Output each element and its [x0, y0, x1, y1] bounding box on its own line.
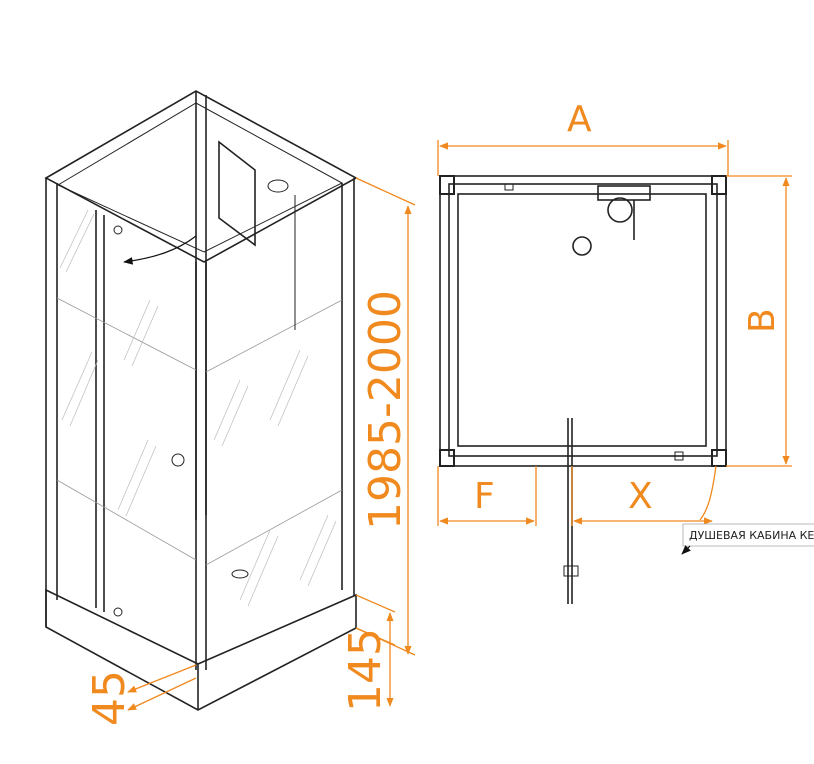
plan-view: A B F X	[437, 99, 792, 604]
shower-column	[171, 140, 296, 579]
caption-text: ДУШЕВАЯ КАБИНА КЕ	[689, 529, 814, 542]
threshold-dimension	[127, 664, 197, 711]
hinged-door	[95, 210, 123, 617]
height-label: 1985-2000	[360, 290, 411, 530]
width-dimension	[437, 140, 729, 176]
tray-height-dimension	[355, 594, 396, 707]
plan-drain	[572, 236, 592, 256]
door-opening-dimension	[571, 465, 717, 526]
corner-post-tr	[711, 175, 727, 195]
glass-bands	[56, 297, 343, 566]
caption-box	[682, 523, 814, 547]
width-label: A	[567, 99, 592, 140]
corner-post-br	[711, 449, 727, 467]
plan-outer-frame	[439, 175, 727, 467]
door-offset-dimension	[437, 466, 537, 526]
corner-post-tl	[439, 175, 455, 195]
top-frame	[44, 90, 358, 263]
door-swing-arrow	[123, 235, 197, 265]
caption-leader-arrow	[681, 545, 691, 555]
glass-reflections	[59, 209, 337, 607]
corner-posts	[45, 91, 355, 670]
threshold-label: 45	[84, 670, 135, 726]
wall-clip	[504, 183, 514, 191]
plan-tray-outline	[457, 193, 707, 447]
plan-inner-frame	[448, 183, 718, 457]
caption-callout: ДУШЕВАЯ КАБИНА КЕ	[681, 523, 814, 555]
depth-label: B	[742, 308, 783, 333]
door-offset-label: F	[474, 476, 495, 517]
isometric-view: 1985-2000 145 45	[44, 90, 416, 726]
tray-height-label: 145	[340, 628, 391, 712]
door-stop	[674, 451, 684, 461]
door-opening-label: X	[628, 476, 653, 517]
depth-dimension	[726, 175, 792, 467]
plan-shower-column	[597, 185, 651, 240]
corner-post-bl	[439, 449, 455, 467]
